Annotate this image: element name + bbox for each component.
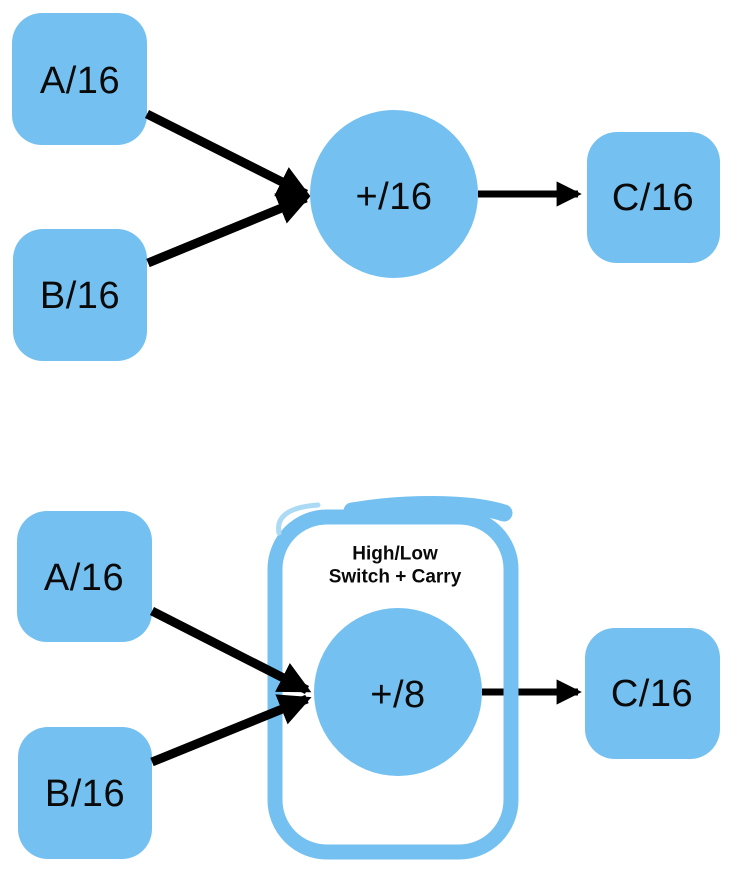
- top-output-c-label: C/16: [612, 177, 694, 219]
- bottom-adder-node: [314, 608, 482, 776]
- top-input-a-label: A/16: [40, 60, 120, 102]
- container-label-line1: High/Low: [352, 544, 438, 565]
- top-output-c-node: [587, 132, 720, 263]
- container-outline-top-bulge: [343, 495, 513, 522]
- top-arrow-b-to-adder: [146, 193, 311, 268]
- bottom-input-a-node: [17, 511, 152, 642]
- container-outline-rect: [267, 509, 519, 860]
- bottom-output-c-node: [585, 628, 720, 759]
- bottom-input-b-node: [18, 727, 152, 859]
- top-arrow-a-to-adder: [144, 109, 311, 199]
- top-input-a-node: [12, 13, 147, 145]
- container-outline-corner-sketch: [276, 502, 321, 536]
- top-input-b-label: B/16: [40, 275, 120, 317]
- top-adder-node: [310, 110, 478, 278]
- bottom-adder-label: +/8: [370, 674, 425, 716]
- high-low-switch-carry-outline: [267, 495, 519, 860]
- bottom-arrow-b-to-adder: [150, 694, 312, 767]
- bottom-output-c-label: C/16: [611, 673, 693, 715]
- bottom-diagram-8bit-add: A/16 B/16 High/Low Switch + Carry +/8 C/…: [17, 495, 720, 860]
- bottom-input-b-label: B/16: [45, 773, 125, 815]
- top-input-b-node: [13, 229, 147, 361]
- bottom-input-a-label: A/16: [44, 557, 124, 599]
- top-adder-label: +/16: [355, 176, 432, 218]
- container-label-line2: Switch + Carry: [329, 567, 462, 588]
- top-diagram-16bit-add: A/16 B/16 +/16 C/16: [12, 13, 720, 361]
- bottom-arrow-a-to-adder: [149, 606, 312, 695]
